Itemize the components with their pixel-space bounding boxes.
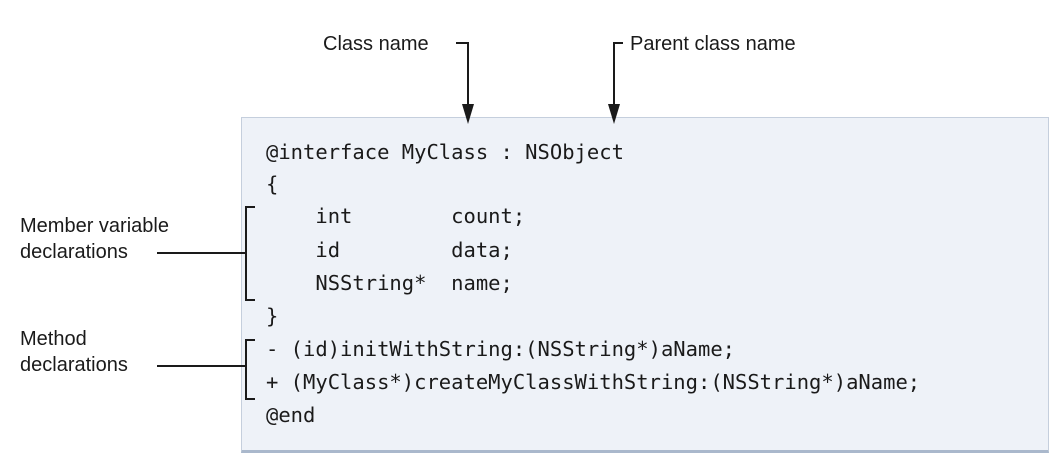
member-variable-label-line2: declarations xyxy=(20,241,128,263)
code-line-method-init: - (id)initWithString:(NSString*)aName; xyxy=(266,337,735,361)
class-name-label: Class name xyxy=(323,33,429,55)
code-line-close-brace: } xyxy=(266,304,279,328)
code-line-end: @end xyxy=(266,403,316,427)
code-line-member-name: NSString* name; xyxy=(266,271,513,295)
code-line-interface: @interface MyClass : NSObject xyxy=(266,140,624,164)
code-line-open-brace: { xyxy=(266,172,279,196)
method-label-line1: Method xyxy=(20,328,87,350)
method-label-line2: declarations xyxy=(20,354,128,376)
parent-class-callout-line xyxy=(613,42,623,118)
code-line-member-count: int count; xyxy=(266,204,526,228)
parent-class-arrow-icon xyxy=(608,104,620,124)
parent-class-name-label: Parent class name xyxy=(630,33,796,55)
class-name-arrow-icon xyxy=(462,104,474,124)
code-listing-box xyxy=(241,117,1049,453)
member-variable-bracket xyxy=(245,206,255,301)
code-line-member-data: id data; xyxy=(266,238,513,262)
member-variable-label-line1: Member variable xyxy=(20,215,169,237)
class-name-callout-line xyxy=(456,42,469,118)
method-bracket xyxy=(245,339,255,400)
code-line-method-create: + (MyClass*)createMyClassWithString:(NSS… xyxy=(266,370,921,394)
